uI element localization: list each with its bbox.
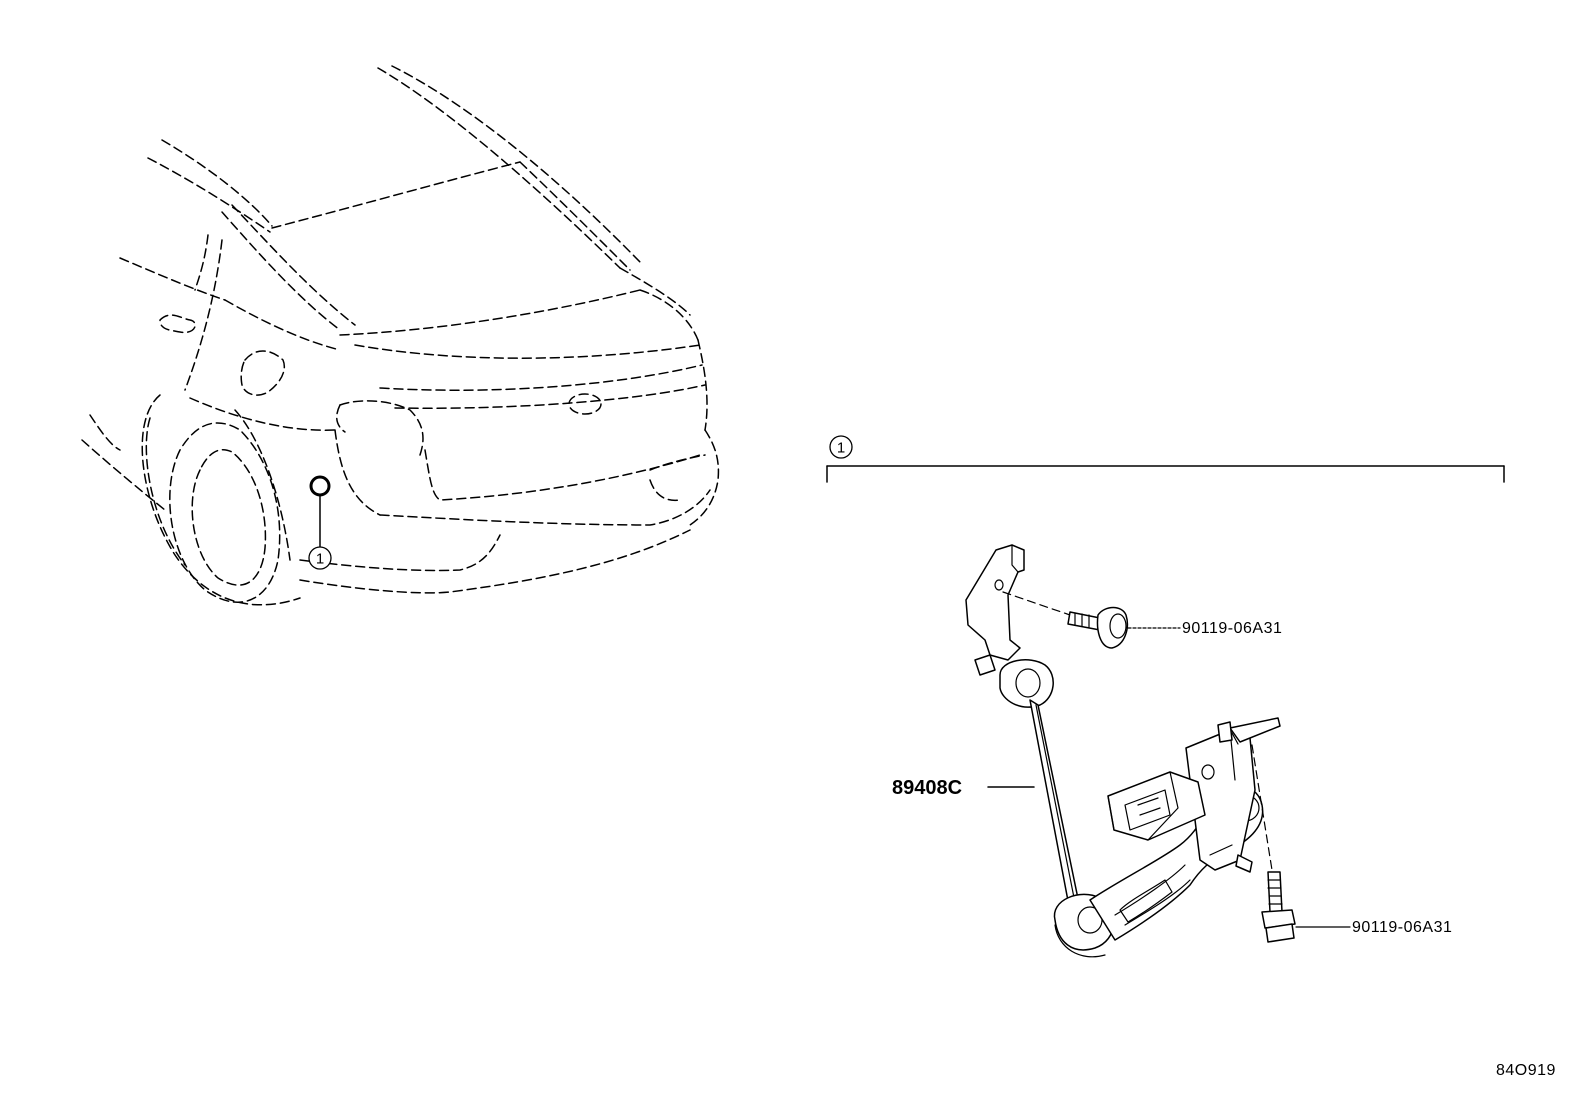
bolt-lower [1251, 744, 1351, 943]
part-number-sensor: 89408C [892, 777, 962, 799]
callout-number-assembly: 1 [837, 440, 845, 457]
vehicle-callout: 1 [308, 475, 332, 570]
height-control-sensor [965, 544, 1281, 958]
assembly-bracket: 1 [826, 435, 1505, 483]
part-number-bolt-lower: 90119-06A31 [1352, 919, 1452, 936]
callout-circle [308, 546, 332, 570]
bolt-upper [1002, 591, 1181, 649]
part-number-bolt-upper: 90119-06A31 [1182, 620, 1282, 637]
callout-number-vehicle: 1 [316, 551, 324, 568]
sensor-location-marker [309, 475, 331, 497]
illustration-code: 84O919 [1496, 1062, 1556, 1079]
callout-circle-assembly [829, 435, 853, 459]
vehicle-rear-illustration [81, 65, 720, 606]
